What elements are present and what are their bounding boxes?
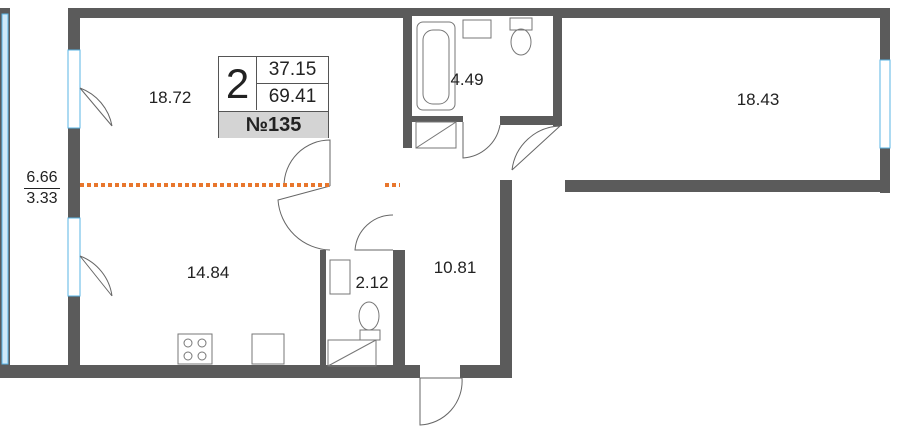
toilet-icon: [509, 17, 533, 31]
room-area-living: 18.72: [148, 88, 192, 107]
total-area: 69.41: [268, 86, 317, 107]
room-area-bathroom: 4.49: [450, 70, 484, 89]
toilet-icon: [358, 301, 380, 331]
stove-icon: [177, 333, 213, 365]
balcony-area-reduced: 3.33: [26, 190, 58, 207]
windows: [1, 13, 891, 365]
apartment-number: №135: [219, 111, 328, 138]
sink-icon: [462, 19, 492, 39]
room-area-toilet: 2.12: [355, 273, 389, 292]
living-area: 37.15: [257, 57, 328, 84]
room-area-hall: 10.81: [433, 258, 477, 277]
room-area-kitchen: 14.84: [186, 263, 230, 282]
walls: [0, 8, 890, 378]
apartment-info-box: 2 37.15 69.41 №135: [218, 56, 329, 138]
balcony-area-full: 6.66: [24, 168, 60, 189]
fixtures: [177, 17, 533, 367]
rooms-count: 2: [219, 57, 257, 110]
sink-icon: [329, 259, 351, 295]
balcony-area: 6.66 3.33: [24, 168, 60, 209]
bathtub-icon: [416, 21, 456, 111]
kitchen-sink-icon: [251, 333, 285, 365]
doors: [79, 87, 562, 426]
room-area-bedroom: 18.43: [736, 90, 780, 109]
